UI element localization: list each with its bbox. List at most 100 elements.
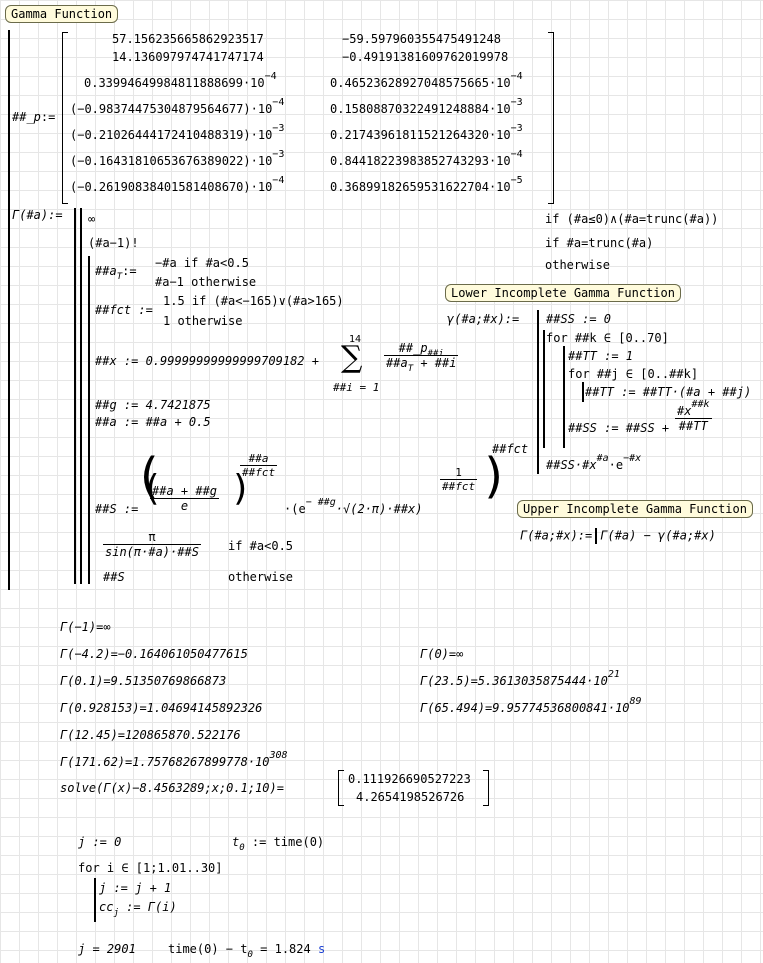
upper-def[interactable]: Γ(#a;#x):=Γ(#a) − γ(#a;#x)	[520, 528, 716, 544]
p-matrix-cell[interactable]: 0.36899182659531622704·10−5	[330, 175, 523, 194]
p-matrix-value: 14.136097974741747174	[112, 50, 264, 64]
loop-body-2[interactable]: ccj := Γ(i)	[99, 900, 177, 918]
lower-line-6[interactable]: ##SS := ##SS +	[568, 421, 670, 435]
result-line[interactable]: Γ(0.928153)=1.04694145892326	[60, 701, 262, 715]
final-cond1[interactable]: if #a<0.5	[228, 539, 294, 553]
label-gamma-function[interactable]: Gamma Function	[5, 5, 119, 23]
result-line[interactable]: Γ(65.494)=9.95774536800841·1089	[420, 696, 642, 715]
result-line[interactable]: Γ(−1)=∞	[60, 620, 111, 634]
p-matrix-cell[interactable]: (−0.16431810653676389022)·10−3	[70, 149, 284, 168]
t0-def[interactable]: t0 := time(0)	[232, 835, 324, 853]
lower-frac-num: #x	[677, 404, 692, 418]
lower-frac[interactable]: #x##k ##TT	[675, 399, 712, 433]
p-matrix-exponent: −3	[510, 123, 523, 134]
time-sub: 0	[247, 950, 253, 960]
fct-def[interactable]: ##fct :=	[95, 303, 153, 317]
result-line[interactable]: Γ(171.62)=1.75768267899778·10308	[60, 750, 288, 769]
p-matrix-cell[interactable]: 57.156235665862923517	[112, 32, 264, 46]
label-upper-incomplete[interactable]: Upper Incomplete Gamma Function	[517, 500, 753, 518]
S-mid-tail: ·√(2·π)·##x)	[335, 502, 423, 516]
time-result[interactable]: time(0) − t0 = 1.824 s	[168, 942, 325, 960]
sum-icon: ∑	[341, 340, 363, 375]
result-line[interactable]: Γ(0)=∞	[420, 647, 463, 661]
S-inner-exp-frac[interactable]: 1 ##fct	[440, 466, 478, 493]
result-expr: Γ(0)=∞	[420, 647, 464, 661]
result-line[interactable]: Γ(0.1)=9.51350769866873	[60, 674, 226, 688]
x-def[interactable]: ##x := 0.99999999999999709182 +	[95, 354, 319, 368]
final-cond2[interactable]: otherwise	[228, 570, 294, 584]
p-matrix-value: 0.33994649984811888699·10	[84, 76, 265, 90]
solve-bracket-right	[483, 770, 489, 806]
lower-frac-den: ##TT	[678, 419, 708, 433]
for-line[interactable]: for i ∈ [1;1.01..30]	[78, 861, 223, 875]
final-num: π	[103, 530, 201, 545]
label-lower-incomplete[interactable]: Lower Incomplete Gamma Function	[445, 284, 681, 302]
p-matrix-cell[interactable]: −59.597960355475491248	[342, 32, 501, 46]
sum-fraction[interactable]: ##_p##i ##aT + ##i	[384, 341, 459, 374]
aT-row-1[interactable]: −#a if #a<0.5	[155, 256, 249, 270]
S-def[interactable]: ##S :=	[95, 502, 139, 516]
sum-top: 14	[349, 334, 362, 345]
p-matrix-exponent: −4	[264, 71, 277, 82]
S-big-paren-open: (	[134, 448, 163, 504]
g-def[interactable]: ##g := 4.7421875	[95, 398, 211, 412]
result-line[interactable]: Γ(−4.2)=−0.164061050477615	[60, 647, 248, 661]
lower-head[interactable]: γ(#a;#x):=	[447, 312, 520, 326]
aT-row-2[interactable]: #a−1 otherwise	[155, 275, 257, 289]
p-matrix-cell[interactable]: 0.33994649984811888699·10−4	[84, 71, 277, 90]
solve-value-2[interactable]: 4.2654198526726	[356, 790, 465, 804]
p-matrix-value: 0.36899182659531622704·10	[330, 180, 511, 194]
p-matrix-cell[interactable]: 0.46523628927048575665·10−4	[330, 71, 523, 90]
gamma-case3-cond[interactable]: otherwise	[545, 258, 611, 272]
p-matrix-value: −59.597960355475491248	[342, 32, 501, 46]
lower-line-1[interactable]: ##SS := 0	[546, 312, 612, 326]
gamma-case1-cond[interactable]: if (#a≤0)∧(#a=trunc(#a))	[545, 212, 719, 226]
result-expr: Γ(23.5)=5.3613035875444·10	[420, 674, 608, 688]
result-line[interactable]: Γ(12.45)=120865870.522176	[60, 728, 241, 742]
p-matrix-exponent: −4	[272, 97, 285, 108]
S-frac[interactable]: ##a + ##g e	[150, 484, 220, 513]
S-num: ##a + ##g	[150, 484, 220, 499]
final-frac[interactable]: π sin(π·#a)·##S	[103, 530, 201, 559]
lower-line-7[interactable]: ##SS·#x#a·e−#x	[546, 453, 641, 472]
S-outer-exp[interactable]: ##fct	[492, 442, 529, 456]
p-matrix-value: (−0.16431810653676389022)·10	[70, 154, 273, 168]
upper-bar	[595, 528, 598, 544]
S-exp-frac[interactable]: ##a ##fct	[240, 452, 278, 479]
lower-line-3[interactable]: ##TT := 1	[568, 349, 634, 363]
gamma-case2-cond[interactable]: if #a=trunc(#a)	[545, 236, 654, 250]
p-matrix-cell[interactable]: (−0.26190838401581408670)·10−4	[70, 175, 284, 194]
fct-row-2[interactable]: 1 otherwise	[163, 314, 243, 328]
j-result[interactable]: j = 2901	[78, 942, 136, 956]
p-matrix-cell[interactable]: 14.136097974741747174	[112, 50, 264, 64]
p-matrix-cell[interactable]: 0.21743961811521264320·10−3	[330, 123, 523, 142]
solve-expr[interactable]: solve(Γ(x)−8.4563289;x;0.1;10)=	[60, 781, 284, 795]
p-matrix-cell[interactable]: (−0.98374475304879564677)·10−4	[70, 97, 284, 116]
gamma-case2[interactable]: (#a−1)!	[88, 236, 139, 250]
upper-body: Γ(#a) − γ(#a;#x)	[600, 528, 716, 543]
gamma-def-head[interactable]: Γ(#a):=	[12, 208, 63, 222]
loop-body-1[interactable]: j := j + 1	[99, 881, 172, 895]
lower-line-4[interactable]: for ##j ∈ [0..##k]	[568, 367, 699, 381]
gamma-def-bar-2	[80, 208, 82, 584]
result-line[interactable]: Γ(23.5)=5.3613035875444·1021	[420, 669, 620, 688]
fct-row-1[interactable]: 1.5 if (#a<−165)∨(#a>165)	[163, 294, 344, 308]
p-matrix-value: 57.156235665862923517	[112, 32, 264, 46]
S-inner-exp-num: 1	[440, 466, 478, 480]
p-matrix-cell[interactable]: 0.84418223983852743293·10−4	[330, 149, 523, 168]
j-init[interactable]: j := 0	[78, 835, 122, 849]
solve-value-1[interactable]: 0.111926690527223	[348, 772, 471, 786]
p-matrix-name[interactable]: ##_p:=	[12, 110, 55, 124]
lower-line-5[interactable]: ##TT := ##TT·(#a + ##j)	[585, 385, 752, 399]
lower-tail-exp: #a	[596, 453, 609, 464]
aT-update[interactable]: ##a := ##a + 0.5	[95, 415, 211, 429]
p-matrix-value: (−0.98374475304879564677)·10	[70, 102, 273, 116]
p-matrix-cell[interactable]: −0.49191381609762019978	[342, 50, 508, 64]
aT-def[interactable]: ##aT:=	[95, 264, 137, 282]
lower-line-2[interactable]: for ##k ∈ [0..70]	[546, 331, 669, 345]
final-row2[interactable]: ##S	[103, 570, 125, 584]
p-matrix-cell[interactable]: (−0.21026444172410488319)·10−3	[70, 123, 284, 142]
S-mid[interactable]: ·(e− ##g·√(2·π)·##x)	[284, 497, 423, 516]
gamma-case1[interactable]: ∞	[88, 212, 96, 226]
p-matrix-cell[interactable]: 0.15808870322491248884·10−3	[330, 97, 523, 116]
